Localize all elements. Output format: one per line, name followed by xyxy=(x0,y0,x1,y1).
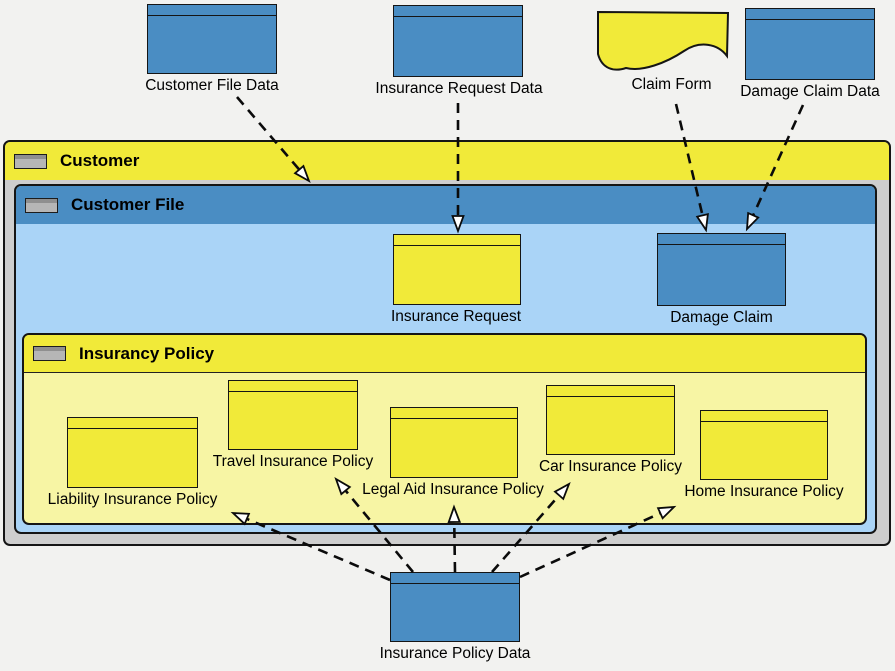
entity-title-band xyxy=(148,5,276,16)
entity-travel-insurance-policy[interactable] xyxy=(228,380,358,450)
cluster-insurancy-policy-header[interactable]: Insurancy Policy xyxy=(24,335,865,373)
entity-legal-aid-insurance-policy-label: Legal Aid Insurance Policy xyxy=(362,481,544,498)
entity-title-band xyxy=(394,235,520,246)
entity-claim-form-label: Claim Form xyxy=(631,76,712,93)
cluster-icon xyxy=(14,153,47,169)
entity-insurance-policy-data-label: Insurance Policy Data xyxy=(379,645,531,662)
entity-home-insurance-policy[interactable] xyxy=(700,410,828,480)
entity-damage-claim-label: Damage Claim xyxy=(670,309,773,326)
cluster-icon xyxy=(33,346,66,361)
cluster-icon xyxy=(25,197,58,213)
entity-damage-claim[interactable] xyxy=(657,233,786,306)
document-shape xyxy=(597,11,730,71)
entity-travel-insurance-policy-label: Travel Insurance Policy xyxy=(212,453,374,470)
entity-title-band xyxy=(229,381,357,392)
entity-claim-form[interactable] xyxy=(597,11,730,73)
entity-home-insurance-policy-label: Home Insurance Policy xyxy=(684,483,844,500)
entity-title-band xyxy=(394,6,522,17)
entity-title-band xyxy=(547,386,674,397)
entity-title-band xyxy=(658,234,785,245)
entity-customer-file-data-label: Customer File Data xyxy=(145,77,279,94)
entity-insurance-request-label: Insurance Request xyxy=(390,308,522,325)
entity-car-insurance-policy[interactable] xyxy=(546,385,675,455)
entity-damage-claim-data[interactable] xyxy=(745,8,875,80)
cluster-insurancy-policy-title: Insurancy Policy xyxy=(79,343,215,363)
entity-insurance-request-data[interactable] xyxy=(393,5,523,77)
entity-damage-claim-data-label: Damage Claim Data xyxy=(740,83,880,100)
entity-title-band xyxy=(746,9,874,20)
entity-title-band xyxy=(391,573,519,584)
entity-insurance-request-data-label: Insurance Request Data xyxy=(375,80,543,97)
cluster-customer-file-header[interactable]: Customer File xyxy=(16,186,875,224)
entity-legal-aid-insurance-policy[interactable] xyxy=(390,407,518,478)
entity-title-band xyxy=(391,408,517,419)
cluster-customer-file-title: Customer File xyxy=(71,195,185,214)
entity-customer-file-data[interactable] xyxy=(147,4,277,74)
entity-liability-insurance-policy[interactable] xyxy=(67,417,198,488)
cluster-customer-header[interactable]: Customer xyxy=(5,142,889,180)
entity-insurance-request[interactable] xyxy=(393,234,521,305)
entity-insurance-policy-data[interactable] xyxy=(390,572,520,642)
entity-title-band xyxy=(701,411,827,422)
entity-car-insurance-policy-label: Car Insurance Policy xyxy=(538,458,683,475)
entity-title-band xyxy=(68,418,197,429)
entity-liability-insurance-policy-label: Liability Insurance Policy xyxy=(47,491,218,508)
cluster-customer-title: Customer xyxy=(60,151,140,170)
